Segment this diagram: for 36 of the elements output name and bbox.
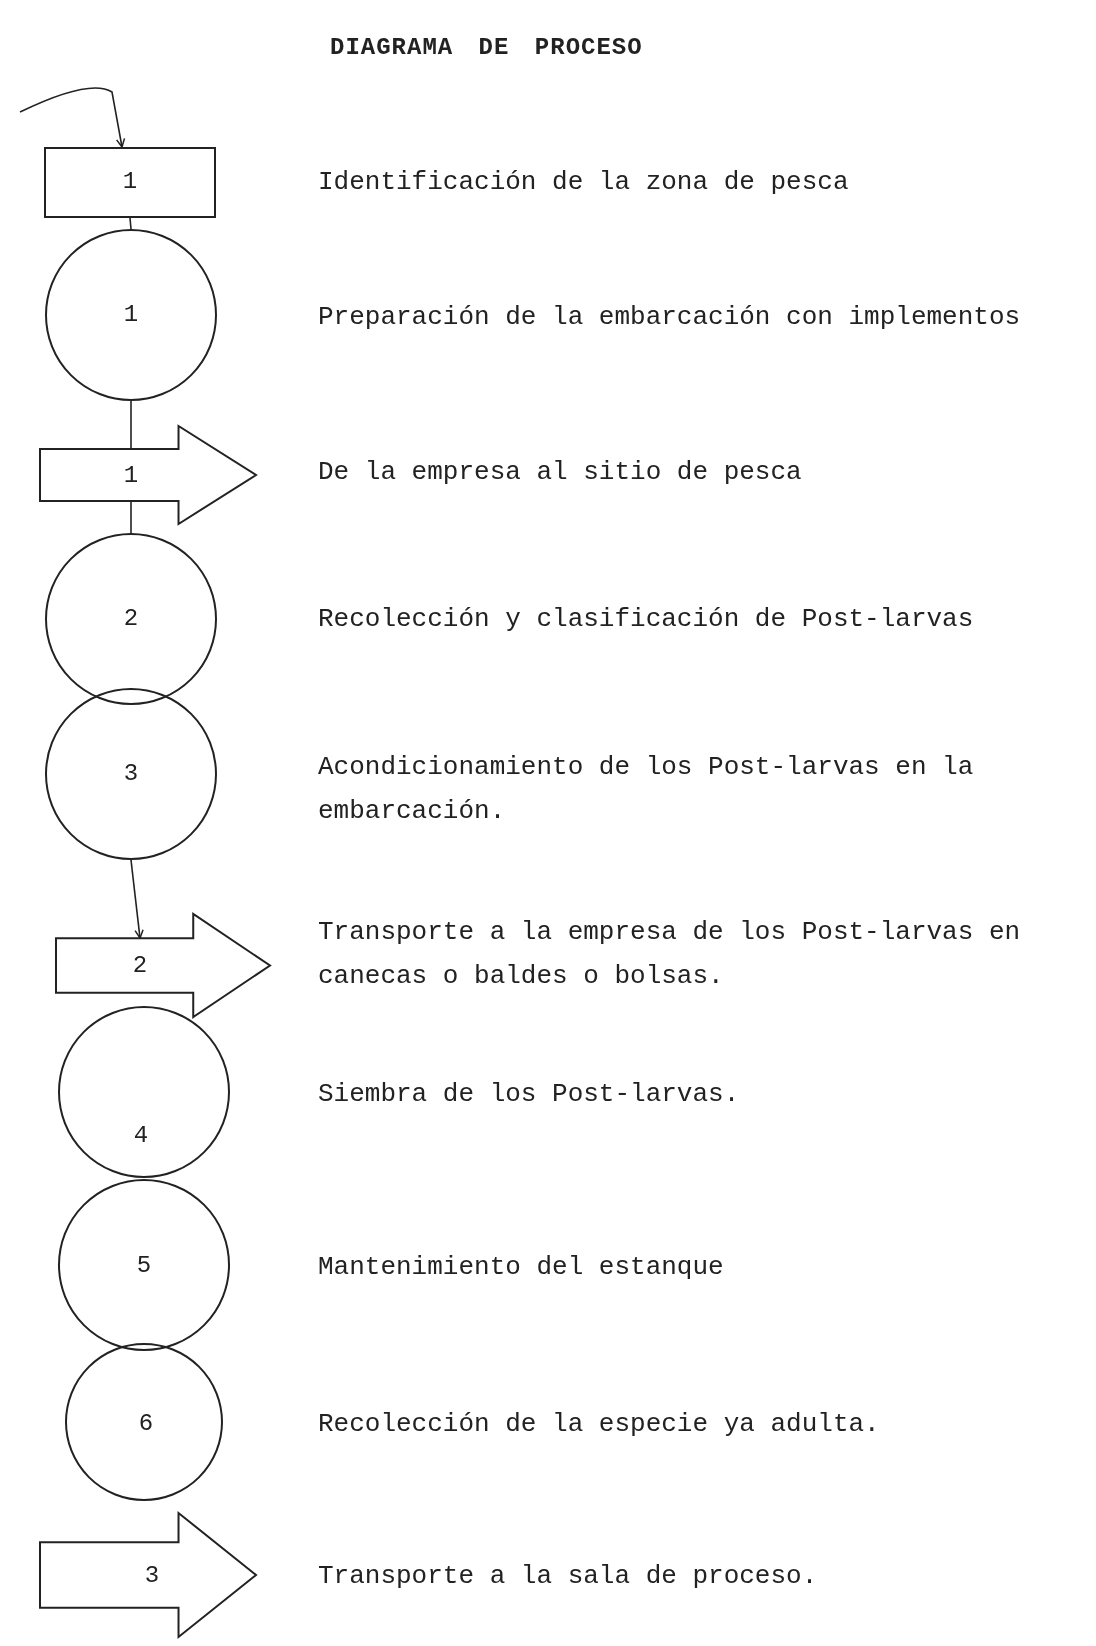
step-description: Mantenimiento del estanque bbox=[318, 1251, 725, 1284]
step-number: 6 bbox=[137, 1410, 155, 1438]
operation-circle bbox=[45, 688, 217, 860]
step-number: 1 bbox=[121, 168, 139, 196]
step-description: Identificación de la zona de pesca bbox=[318, 166, 850, 199]
step-description: Recolección de la especie ya adulta. bbox=[318, 1408, 881, 1441]
step-description: Transporte a la sala de proceso. bbox=[318, 1560, 819, 1593]
step-description: De la empresa al sitio de pesca bbox=[318, 456, 803, 489]
transport-symbol bbox=[39, 1512, 257, 1638]
step-number: 2 bbox=[122, 605, 140, 633]
step-description: Siembra de los Post-larvas. bbox=[318, 1078, 741, 1111]
step-number: 3 bbox=[122, 760, 140, 788]
operation-circle bbox=[58, 1179, 230, 1351]
operation-circle bbox=[65, 1343, 223, 1501]
operation-circle bbox=[45, 229, 217, 401]
step-number: 1 bbox=[122, 301, 140, 329]
step-number: 3 bbox=[143, 1562, 161, 1590]
step-description: Recolección y clasificación de Post-larvas bbox=[318, 603, 975, 636]
operation-circle bbox=[58, 1006, 230, 1178]
transport-symbol bbox=[39, 425, 257, 525]
connector-line bbox=[130, 500, 132, 534]
operation-circle bbox=[45, 533, 217, 705]
step-number: 2 bbox=[131, 952, 149, 980]
connector-line bbox=[19, 87, 126, 148]
step-description: Preparación de la embarcación con implementos bbox=[318, 301, 1022, 334]
step-description: Acondicionamiento de los Post-larvas en la embarcación. bbox=[318, 751, 975, 828]
diagram-title: DIAGRAMA DE PROCESO bbox=[330, 34, 643, 61]
transport-symbol bbox=[55, 913, 271, 1018]
step-description: Transporte a la empresa de los Post-larvas en canecas o baldes o bolsas. bbox=[318, 916, 1022, 993]
connector-line bbox=[130, 400, 132, 450]
step-number: 5 bbox=[135, 1252, 153, 1280]
connector-line bbox=[129, 217, 132, 230]
step-number: 1 bbox=[122, 462, 140, 490]
operation-box bbox=[44, 147, 216, 218]
step-number: 4 bbox=[132, 1122, 150, 1150]
connector-line bbox=[130, 859, 144, 939]
